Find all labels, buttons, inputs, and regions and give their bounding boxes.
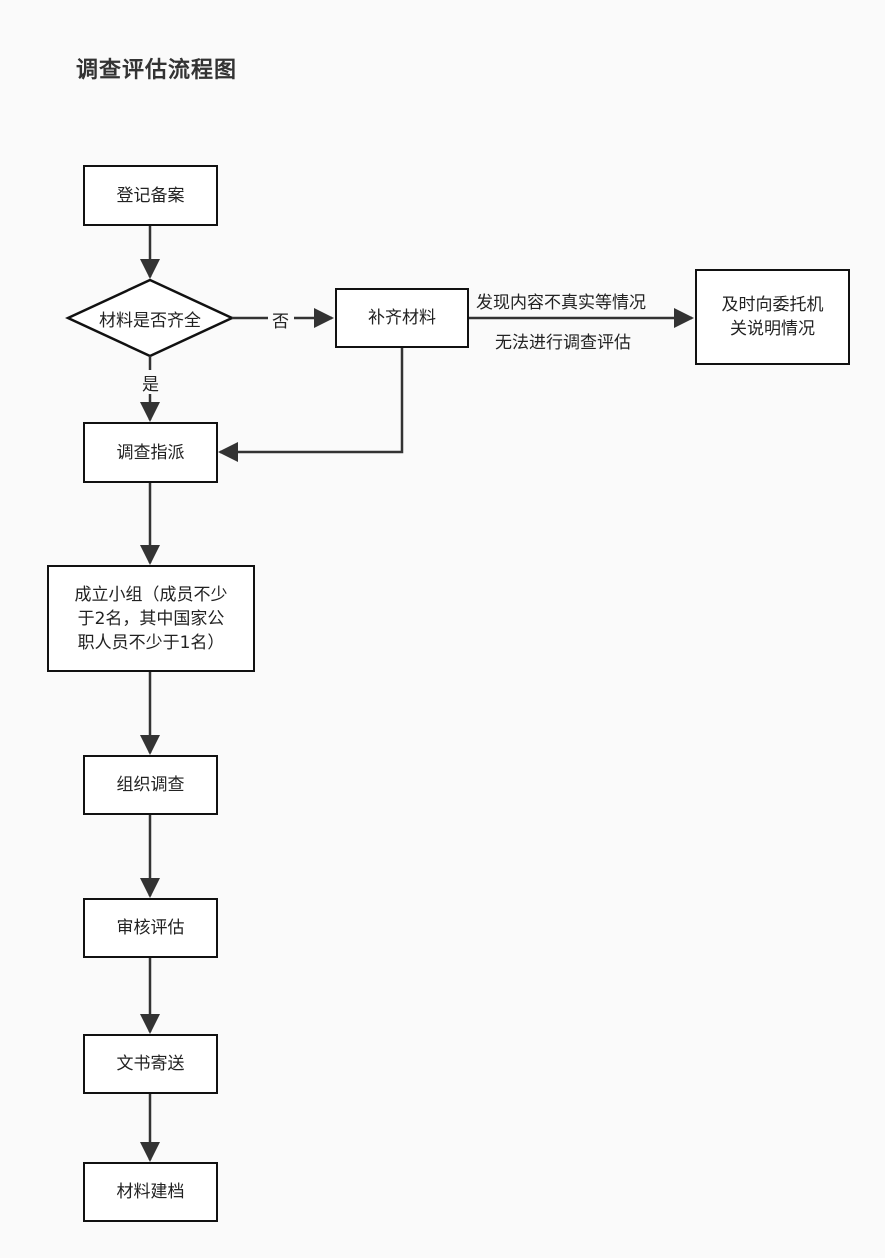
node-review: 审核评估 [83,898,218,958]
node-register-label: 登记备案 [116,185,185,206]
node-assign-label: 调查指派 [116,442,185,463]
page-title: 调查评估流程图 [76,58,238,83]
node-archive: 材料建档 [83,1162,218,1222]
node-notify-line-2: 关说明情况 [730,319,815,339]
edge-supplement-to-assign [218,348,404,462]
node-investigate: 组织调查 [83,755,218,815]
node-assign: 调查指派 [83,422,218,483]
node-review-label: 审核评估 [116,918,185,938]
node-team-line-3: 职人员不少于1名） [77,632,225,653]
node-materials-complete-label: 材料是否齐全 [99,311,201,331]
node-investigate-label: 组织调查 [116,775,185,795]
node-deliver: 文书寄送 [83,1034,218,1094]
node-supplement: 补齐材料 [335,288,469,348]
node-team-line-2: 于2名，其中国家公 [77,608,225,629]
node-deliver-label: 文书寄送 [116,1054,185,1074]
edge-label-issue-top: 发现内容不真实等情况 [476,293,646,313]
edge-label-yes: 是 [142,375,159,395]
node-archive-label: 材料建档 [116,1182,185,1202]
node-team-line-1: 成立小组（成员不少 [74,584,228,605]
edge-label-no: 否 [272,312,289,332]
node-notify: 及时向委托机 关说明情况 [695,269,850,365]
node-register: 登记备案 [83,165,218,226]
node-notify-line-1: 及时向委托机 [721,295,824,315]
node-supplement-label: 补齐材料 [368,308,436,328]
node-team: 成立小组（成员不少 于2名，其中国家公 职人员不少于1名） [47,565,255,672]
edge-label-issue-bottom: 无法进行调查评估 [495,333,631,353]
